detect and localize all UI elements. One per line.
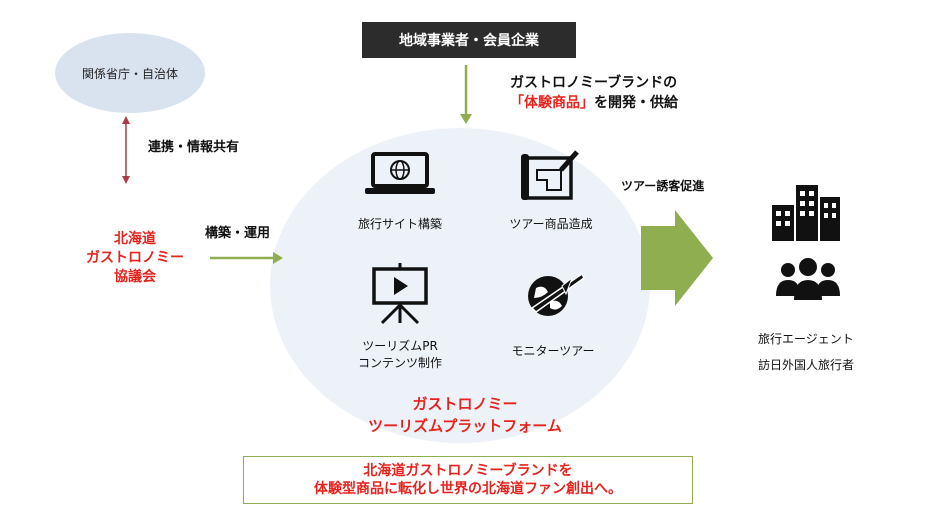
cooperation-label: 連携・情報共有 xyxy=(148,140,240,155)
customers-line-1: 旅行エージェント xyxy=(758,332,854,346)
airplane-globe-icon xyxy=(528,272,585,316)
businesses-label: 地域事業者・会員企業 xyxy=(399,33,539,49)
build-arrow xyxy=(210,252,283,264)
office-buildings-icon xyxy=(772,185,840,241)
slogan-line-2: 体験型商品に転化し世界の北海道ファン創出へ。 xyxy=(314,481,622,497)
council-line-1: 北海道 xyxy=(114,231,156,247)
experience-products-highlight: 「体験商品」 xyxy=(510,95,594,111)
promotion-block-arrow xyxy=(641,210,713,306)
pr-content-line-1: ツーリズムPR xyxy=(362,339,438,353)
supply-arrow xyxy=(460,65,472,124)
businesses-node: 地域事業者・会員企業 xyxy=(362,22,576,58)
pr-content-line-2: コンテンツ制作 xyxy=(357,356,442,370)
council-line-3: 協議会 xyxy=(114,269,156,285)
platform-item-pr-content: ツーリズムPR コンテンツ制作 xyxy=(340,338,460,372)
platform-title-line-1: ガストロノミー xyxy=(412,395,518,413)
laptop-globe-icon xyxy=(365,152,435,194)
platform-ellipse xyxy=(270,128,650,443)
council-node: 北海道 ガストロノミー 協議会 xyxy=(80,230,190,287)
develop-suffix: を開発・供給 xyxy=(594,95,678,111)
tour-promotion-label: ツアー誘客促進 xyxy=(621,179,705,193)
develop-label-line2: 「体験商品」を開発・供給 xyxy=(510,92,678,112)
agencies-label: 関係省庁・自治体 xyxy=(81,66,178,81)
build-operate-label: 構築・運用 xyxy=(205,226,271,241)
group-people-icon xyxy=(776,258,840,300)
presentation-screen-icon xyxy=(372,263,428,325)
platform-item-tour-product: ツアー商品造成 xyxy=(509,217,593,231)
slogan-line-1: 北海道ガストロノミーブランドを xyxy=(363,463,573,479)
platform-item-travel-site: 旅行サイト構築 xyxy=(357,217,442,231)
blueprint-pencil-icon xyxy=(521,150,579,200)
slogan-box: 北海道ガストロノミーブランドを 体験型商品に転化し世界の北海道ファン創出へ。 xyxy=(243,456,693,504)
platform-item-monitor-tour: モニターツアー xyxy=(511,344,595,358)
platform-title-line-2: ツーリズムプラットフォーム xyxy=(368,417,562,435)
platform-title: ガストロノミー ツーリズムプラットフォーム xyxy=(320,393,610,437)
customers-line-2: 訪日外国人旅行者 xyxy=(758,358,855,372)
cooperation-arrow xyxy=(122,116,130,184)
develop-label-line1: ガストロノミーブランドの xyxy=(510,75,678,91)
agencies-node: 関係省庁・自治体 xyxy=(55,33,205,113)
council-line-2: ガストロノミー xyxy=(86,250,184,266)
